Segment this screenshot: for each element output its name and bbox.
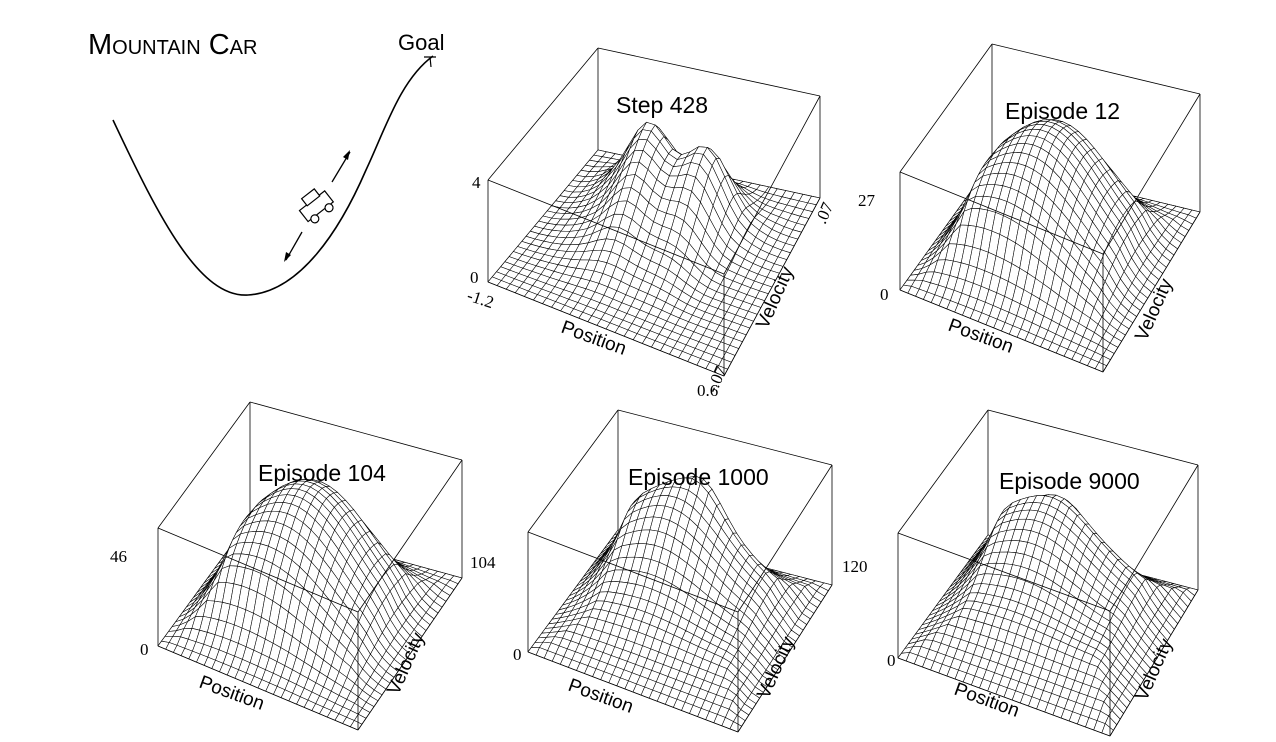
panel-episode-12: Episode 12 27 0 Position Velocity bbox=[858, 43, 1201, 373]
figure-title: Mountain Car bbox=[88, 29, 257, 61]
z-max-label: 104 bbox=[470, 553, 496, 572]
z-min-label: 0 bbox=[470, 268, 479, 287]
value-surface bbox=[157, 479, 463, 731]
panel-title: Episode 1000 bbox=[628, 464, 769, 490]
z-min-label: 0 bbox=[513, 645, 522, 664]
panel-box-front bbox=[897, 464, 1199, 737]
panel-title: Episode 104 bbox=[258, 460, 386, 486]
z-max-label: 46 bbox=[110, 547, 127, 566]
z-max-label: 120 bbox=[842, 557, 868, 576]
z-max-label: 27 bbox=[858, 191, 876, 210]
mountain-car-illustration: Mountain Car Goal bbox=[88, 29, 444, 296]
panel-box-front bbox=[487, 95, 821, 377]
panel-episode-1000: Episode 1000 104 0 Position Velocity bbox=[470, 409, 833, 733]
panel-episode-9000: Episode 9000 120 0 Position Velocity bbox=[842, 409, 1199, 737]
panel-title: Step 428 bbox=[616, 92, 708, 118]
goal-marker bbox=[424, 56, 436, 68]
z-min-label: 0 bbox=[887, 651, 896, 670]
panel-box-front bbox=[899, 93, 1201, 373]
panel-step-428: Step 428 4 0 -1.2 0.6 -.07 .07 Position … bbox=[465, 47, 838, 400]
value-surface bbox=[897, 494, 1199, 737]
mountain-curve bbox=[112, 55, 434, 296]
value-surface bbox=[899, 119, 1201, 373]
panel-episode-104: Episode 104 46 0 Position Velocity bbox=[110, 401, 463, 731]
z-min-label: 0 bbox=[140, 640, 149, 659]
x-min-label: -1.2 bbox=[465, 286, 496, 312]
z-max-label: 4 bbox=[472, 173, 481, 192]
value-surface bbox=[527, 475, 833, 733]
z-min-label: 0 bbox=[880, 285, 889, 304]
goal-label: Goal bbox=[398, 30, 444, 55]
panel-title: Episode 9000 bbox=[999, 468, 1140, 494]
value-surface bbox=[487, 121, 821, 377]
panel-box-front bbox=[527, 464, 833, 733]
car-icon bbox=[298, 188, 335, 224]
panel-title: Episode 12 bbox=[1005, 98, 1120, 124]
panel-box-front bbox=[157, 459, 463, 731]
x-max-label: 0.6 bbox=[697, 381, 718, 400]
